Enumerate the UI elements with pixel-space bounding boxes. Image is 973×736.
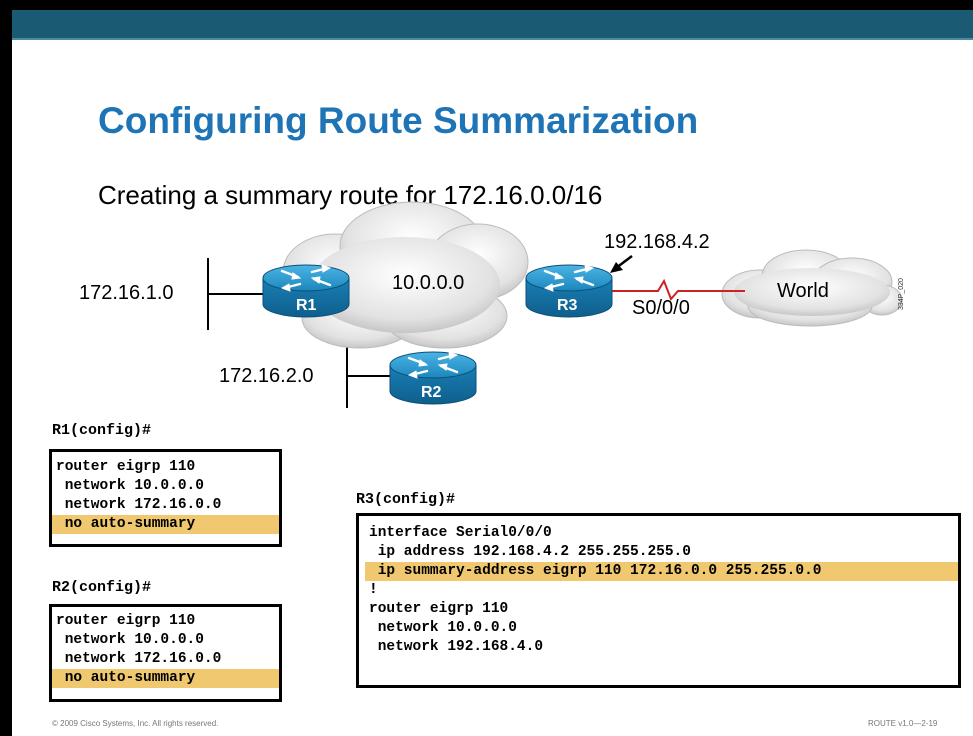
r3-config-line: network 10.0.0.0	[369, 620, 517, 636]
world-label: World	[777, 280, 829, 302]
r3-config-line-highlighted: ip summary-address eigrp 110 172.16.0.0 …	[365, 562, 958, 581]
r3-ip-label: 192.168.4.2	[604, 231, 710, 253]
r2-config-line-highlighted: no auto-summary	[52, 669, 279, 688]
router-r1-label: R1	[296, 297, 317, 314]
footer-copyright: © 2009 Cisco Systems, Inc. All rights re…	[52, 719, 219, 728]
r1-config-line: router eigrp 110	[56, 459, 196, 475]
ip-pointer-arrowhead	[610, 262, 623, 273]
slide-title: Configuring Route Summarization	[98, 100, 699, 141]
router-r3-label: R3	[557, 297, 578, 314]
serial-link	[612, 278, 745, 301]
slide-code: 334P_020	[898, 278, 905, 310]
r3-config-line: interface Serial0/0/0	[369, 525, 552, 541]
r1-config-line: network 172.16.0.0	[56, 497, 222, 513]
r2-config-line: network 10.0.0.0	[56, 632, 204, 648]
header-rule	[12, 38, 973, 40]
r1-config-prompt: R1(config)#	[52, 422, 152, 439]
r2-config-box: router eigrp 110 network 10.0.0.0 networ…	[49, 604, 282, 702]
footer-course-code: ROUTE v1.0—2-19	[868, 719, 938, 728]
world-cloud	[721, 249, 903, 327]
r3-config-line: !	[369, 582, 378, 598]
core-network-label: 10.0.0.0	[392, 272, 465, 294]
r1-lan-label: 172.16.1.0	[79, 282, 174, 304]
r3-config-line: ip address 192.168.4.2 255.255.255.0	[369, 544, 691, 560]
r2-lan-label: 172.16.2.0	[219, 365, 314, 387]
r2-config-line: network 172.16.0.0	[56, 651, 222, 667]
r2-config-line: router eigrp 110	[56, 613, 196, 629]
frame-top-border	[0, 0, 973, 10]
r3-config-box: interface Serial0/0/0 ip address 192.168…	[356, 513, 961, 688]
r3-serial-label: S0/0/0	[632, 297, 690, 319]
slide-subtitle: Creating a summary route for 172.16.0.0/…	[98, 180, 603, 210]
r2-config-prompt: R2(config)#	[52, 579, 152, 596]
r1-config-box: router eigrp 110 network 10.0.0.0 networ…	[49, 449, 282, 547]
router-r2-label: R2	[421, 384, 442, 401]
r1-config-line: network 10.0.0.0	[56, 478, 204, 494]
header-bar	[12, 10, 973, 38]
r1-config-line-highlighted: no auto-summary	[52, 515, 279, 534]
r3-config-line: router eigrp 110	[369, 601, 509, 617]
r3-config-line: network 192.168.4.0	[369, 639, 544, 655]
r3-config-prompt: R3(config)#	[356, 491, 456, 508]
frame-left-border	[0, 0, 12, 736]
